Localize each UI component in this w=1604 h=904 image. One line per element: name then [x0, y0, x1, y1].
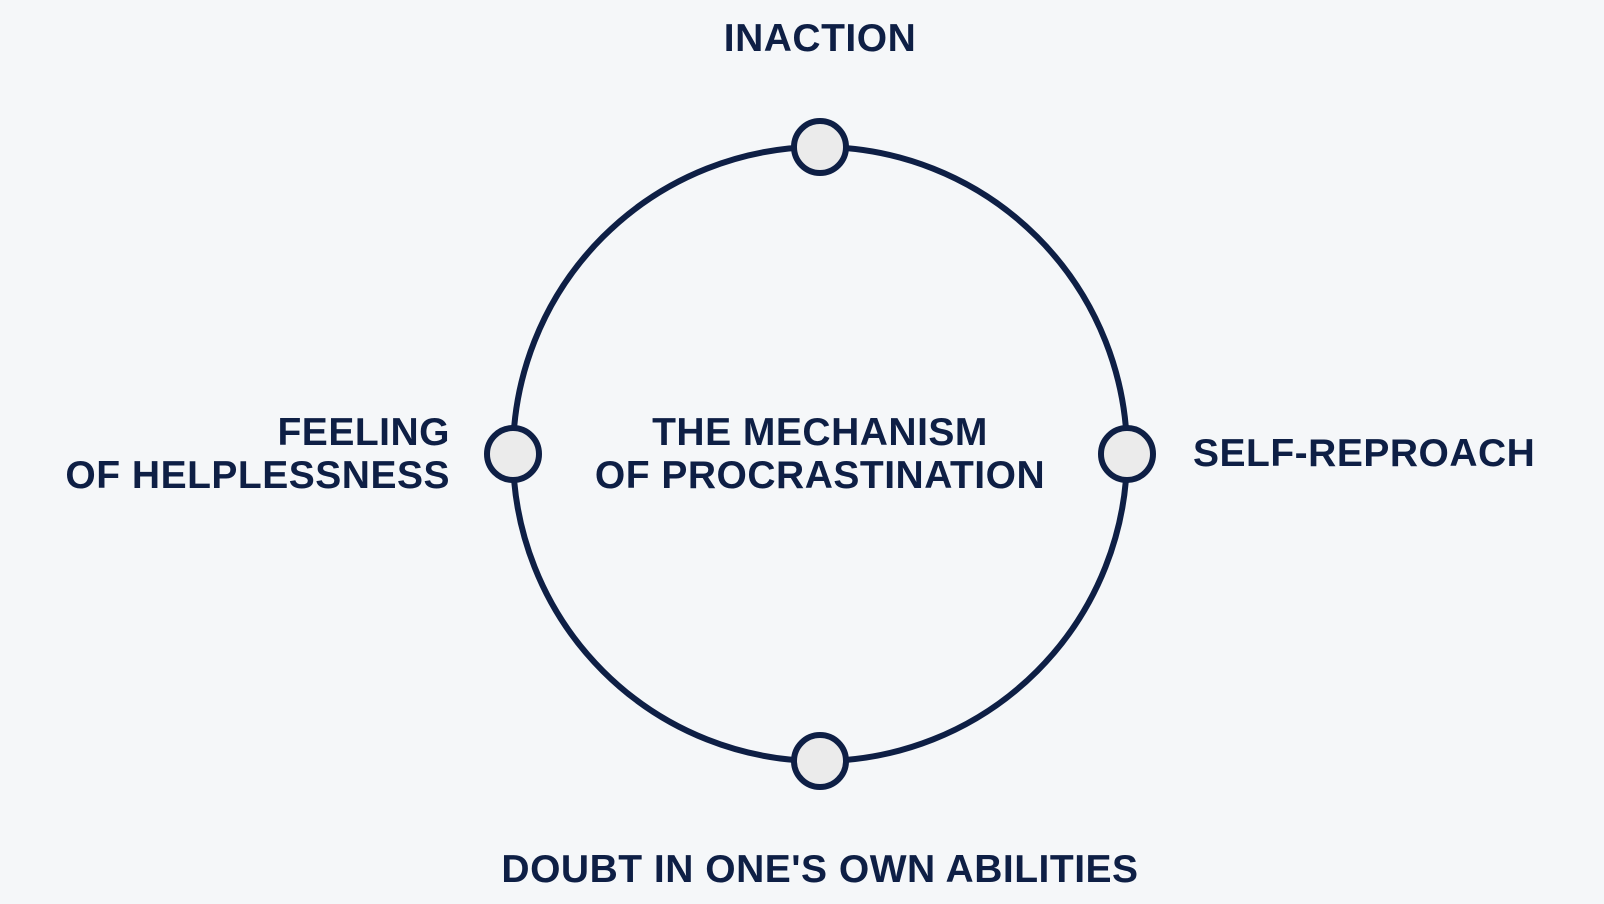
label-left-line2: OF HELPLESSNESS	[65, 454, 450, 497]
node-bottom	[791, 732, 849, 790]
label-bottom: DOUBT IN ONE'S OWN ABILITIES	[501, 848, 1139, 891]
center-title-line1: THE MECHANISM	[652, 411, 988, 454]
node-top	[791, 118, 849, 176]
node-left	[484, 425, 542, 483]
label-left: FEELING OF HELPLESSNESS	[65, 411, 450, 497]
center-title: THE MECHANISM OF PROCRASTINATION	[520, 411, 1120, 497]
label-right: SELF-REPROACH	[1193, 432, 1536, 475]
label-top: INACTION	[723, 17, 917, 60]
center-title-line2: OF PROCRASTINATION	[594, 454, 1046, 497]
label-left-line1: FEELING	[277, 411, 450, 454]
node-right	[1098, 425, 1156, 483]
